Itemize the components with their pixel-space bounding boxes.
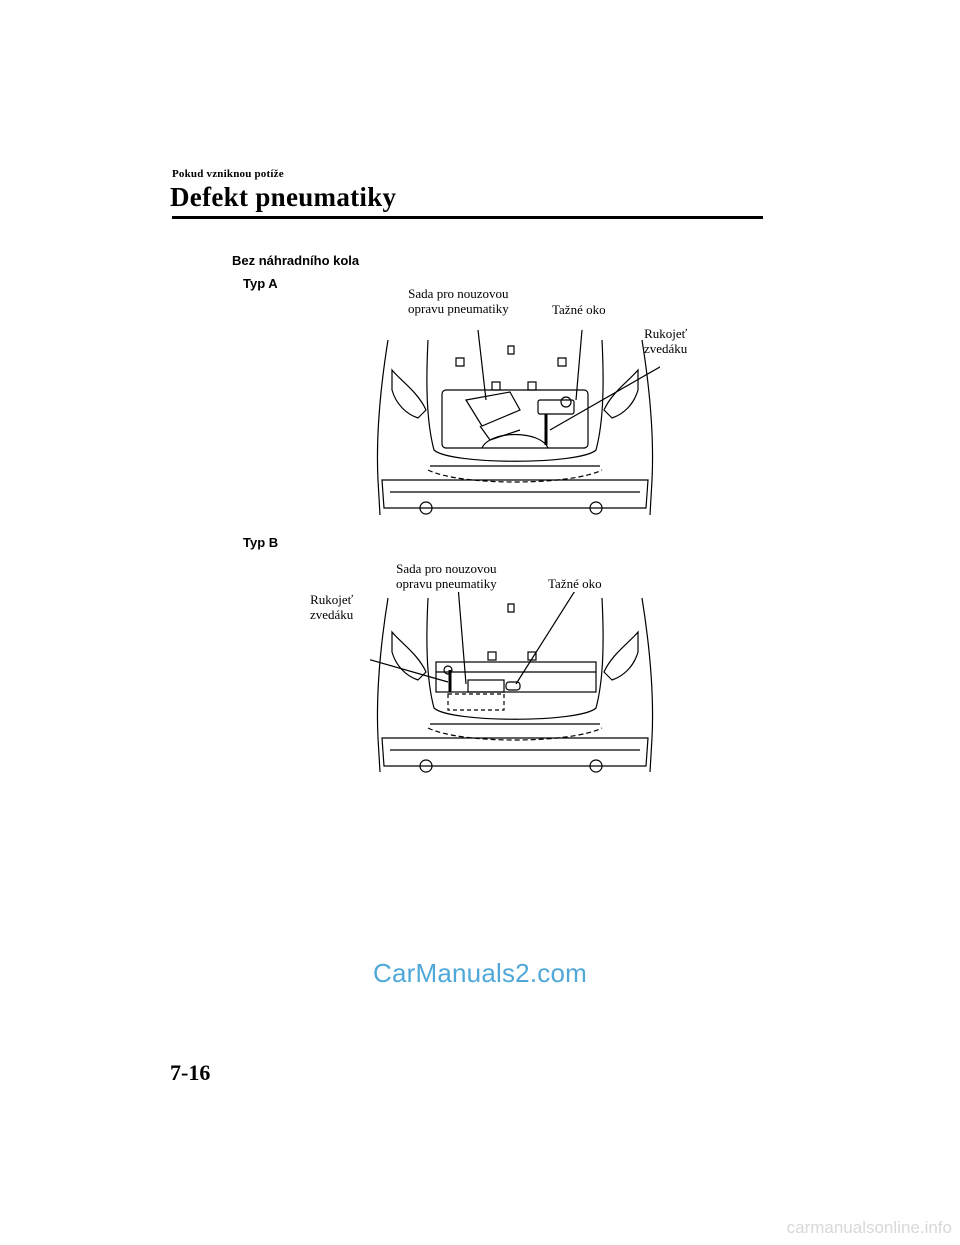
type-b-repair-kit-callout: Sada pro nouzovou opravu pneumatiky bbox=[396, 561, 497, 591]
page-title: Defekt pneumatiky bbox=[170, 182, 397, 212]
type-a-trunk-illustration bbox=[376, 330, 660, 516]
type-b-label: Typ B bbox=[243, 535, 279, 550]
type-a-repair-kit-callout: Sada pro nouzovou opravu pneumatiky bbox=[408, 286, 509, 316]
type-a-label: Typ A bbox=[243, 276, 278, 291]
subsection-heading: Bez náhradního kola bbox=[232, 253, 360, 268]
footer-site-link[interactable]: carmanualsonline.info bbox=[786, 1218, 952, 1237]
section-header: Pokud vzniknou potíže bbox=[172, 168, 284, 180]
type-a-jack-handle-callout: Rukojeť zvedáku bbox=[644, 326, 688, 356]
type-a-towing-eye-callout: Tažné oko bbox=[552, 302, 606, 317]
type-b-jack-handle-callout: Rukojeť zvedáku bbox=[310, 592, 354, 622]
watermark: CarManuals2.com bbox=[373, 958, 587, 988]
type-b-trunk-illustration bbox=[370, 592, 654, 773]
page-number: 7-16 bbox=[170, 1060, 211, 1085]
title-divider bbox=[172, 216, 763, 219]
type-b-towing-eye-callout: Tažné oko bbox=[548, 576, 602, 591]
